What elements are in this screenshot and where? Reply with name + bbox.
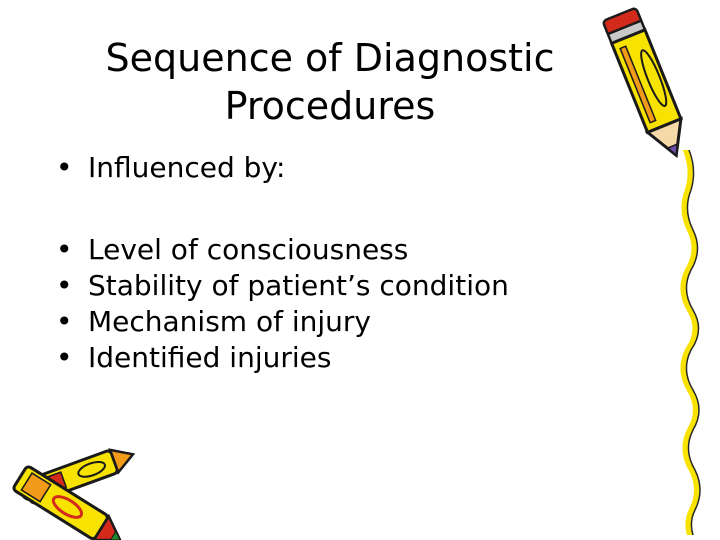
bullet-text: Identified injuries	[88, 341, 332, 374]
bullet-dot: •	[56, 233, 73, 266]
title-line-2: Procedures	[224, 84, 436, 128]
bullet-list: • Influenced by: • Level of consciousnes…	[56, 150, 616, 376]
bullet-text: Stability of patient’s condition	[88, 269, 509, 302]
bullet-item-2: • Stability of patient’s condition	[56, 268, 616, 304]
slide-title: Sequence of Diagnostic Procedures	[60, 34, 600, 130]
bullet-dot: •	[56, 305, 73, 338]
pencil-clipart-icon	[602, 7, 683, 159]
crayons-clipart-icon	[12, 448, 136, 540]
bullet-item-4: • Identified injuries	[56, 340, 616, 376]
bullet-text: Influenced by:	[88, 151, 286, 184]
bullet-gap	[56, 186, 616, 232]
bullet-item-1: • Level of consciousness	[56, 232, 616, 268]
bullet-text: Level of consciousness	[88, 233, 409, 266]
bullet-dot: •	[56, 269, 73, 302]
bullet-dot: •	[56, 341, 73, 374]
wavy-line-icon	[680, 150, 701, 535]
bullet-dot: •	[56, 151, 73, 184]
bullet-item-intro: • Influenced by:	[56, 150, 616, 186]
bullet-item-3: • Mechanism of injury	[56, 304, 616, 340]
title-line-1: Sequence of Diagnostic	[105, 36, 555, 80]
bullet-text: Mechanism of injury	[88, 305, 371, 338]
